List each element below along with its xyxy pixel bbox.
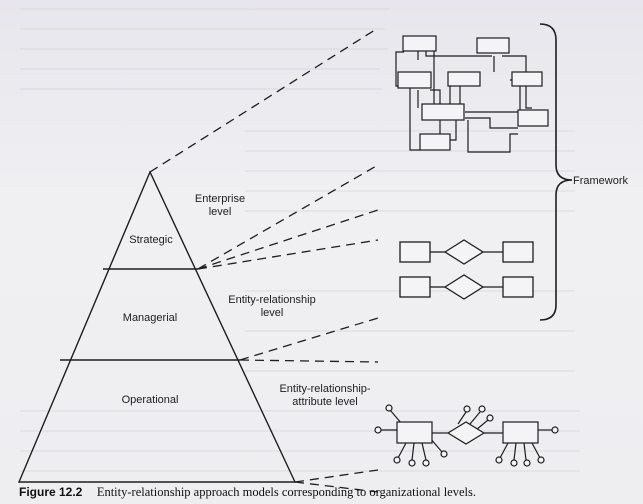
model-enterprise-line1: Enterprise [195, 193, 245, 205]
attribute-dot [523, 459, 531, 467]
projection-line [197, 164, 379, 270]
organization-pyramid [17, 170, 297, 483]
entity-box [502, 276, 534, 298]
attribute-dot [537, 456, 545, 464]
entity-box [502, 421, 539, 444]
model-er-line2: level [261, 307, 284, 319]
attribute-dot [393, 456, 401, 464]
model-era-line2: attribute level [292, 396, 357, 408]
entity-box [402, 35, 437, 52]
entity-box [421, 103, 465, 121]
entity-box [419, 133, 451, 151]
projection-line [197, 209, 379, 270]
projection-line [239, 317, 379, 361]
level-operational: Operational [122, 394, 179, 406]
level-managerial: Managerial [123, 312, 177, 324]
relationship-diamond [443, 239, 485, 265]
attribute-dot [551, 426, 559, 434]
enterprise-connectors [395, 44, 532, 153]
framework-label: Framework [573, 175, 629, 187]
figure-caption: Figure 12.2 Entity-relationship approach… [19, 483, 476, 500]
relationship-diamond [446, 421, 486, 445]
model-era-line1: Entity-relationship- [279, 383, 370, 395]
er-model [399, 239, 534, 300]
level-strategic: Strategic [129, 234, 173, 246]
entity-box [399, 241, 431, 263]
era-model [374, 404, 559, 467]
entity-box [399, 276, 431, 298]
attribute-dot [408, 459, 416, 467]
entity-box [476, 37, 510, 54]
attribute-dot [463, 405, 471, 413]
relationship-diamond [443, 274, 485, 300]
attribute-dot [495, 456, 503, 464]
attribute-dot [374, 426, 382, 434]
attribute-links [380, 409, 552, 461]
framework-brace [539, 23, 573, 321]
attribute-dots [374, 404, 559, 467]
entity-box [396, 421, 433, 444]
background-texture [20, 8, 580, 472]
enterprise-model [395, 35, 549, 153]
entity-box [397, 71, 432, 89]
projection-lines [149, 27, 379, 493]
er-row [399, 274, 534, 300]
attribute-dot [440, 450, 448, 458]
attribute-dot [478, 405, 486, 413]
entity-box [511, 71, 543, 87]
attribute-dot [510, 459, 518, 467]
attribute-dot [486, 414, 494, 422]
attribute-dot [422, 459, 430, 467]
projection-line [197, 239, 379, 270]
entity-box [517, 109, 549, 127]
model-er-line1: Entity-relationship [228, 294, 315, 306]
entity-box [502, 241, 534, 263]
caption-text: Entity-relationship approach models corr… [97, 485, 476, 499]
caption-label: Figure 12.2 [19, 485, 83, 499]
enterprise-entities [397, 35, 549, 151]
er-row [399, 239, 534, 265]
attribute-dot [385, 404, 393, 412]
model-enterprise-line2: level [209, 206, 232, 218]
projection-line [239, 359, 379, 363]
entity-box [447, 71, 481, 87]
pyramid-outline [17, 170, 297, 483]
